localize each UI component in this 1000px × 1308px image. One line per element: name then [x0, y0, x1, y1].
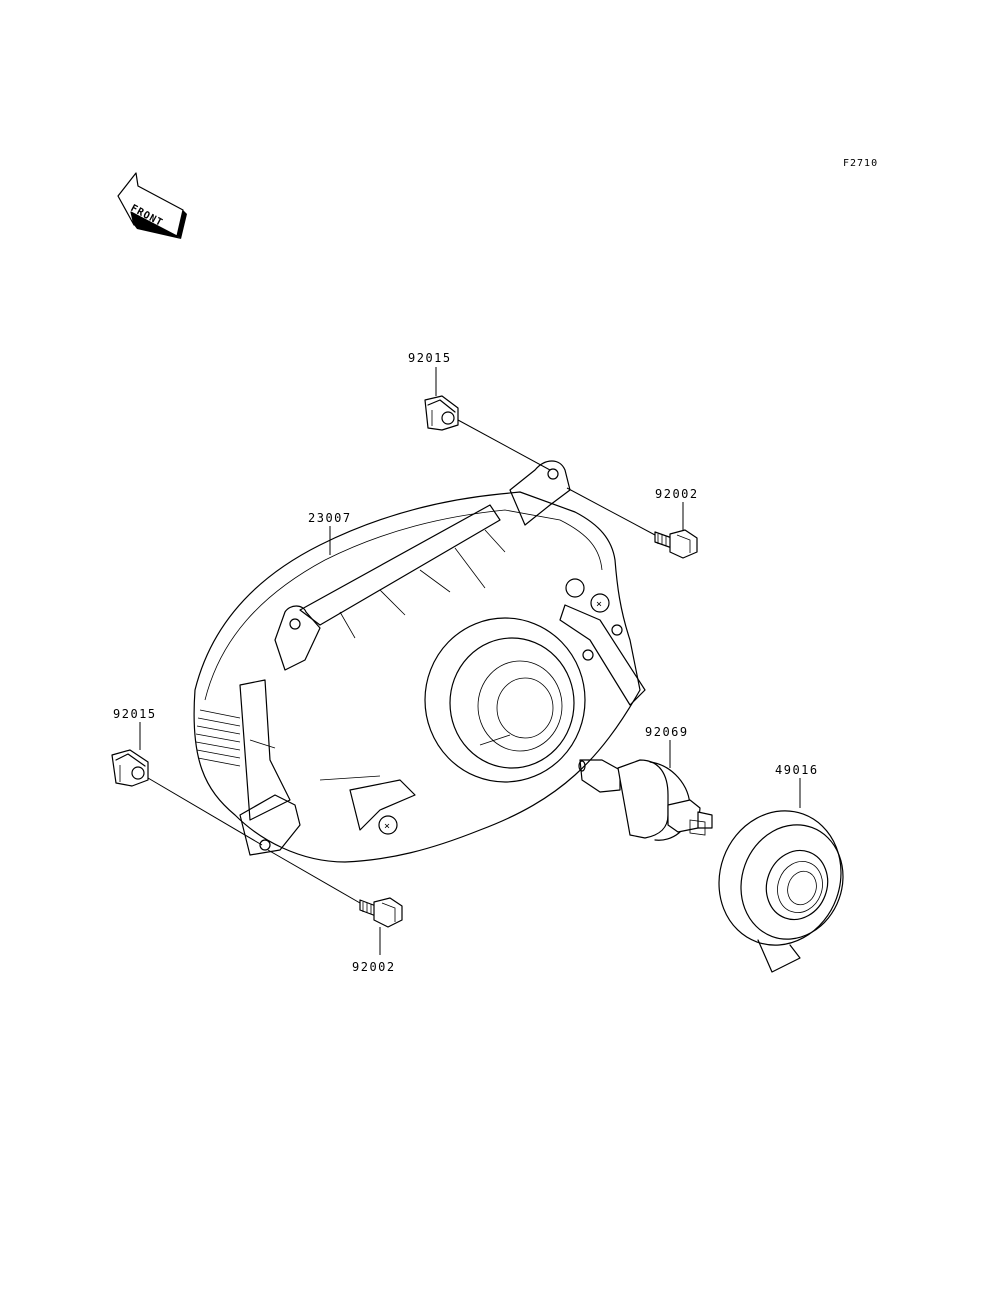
lower-adjuster: × — [349, 779, 416, 835]
label-92015-lower: 92015 — [113, 707, 157, 721]
clip-lower — [111, 749, 149, 787]
bolt-upper — [654, 529, 698, 559]
bolt-lower — [359, 897, 403, 928]
label-92015-upper: 92015 — [408, 351, 452, 365]
headlight-assembly: × × — [193, 460, 646, 863]
svg-text:×: × — [596, 599, 603, 610]
svg-text:×: × — [384, 821, 391, 832]
figure-code: F2710 — [843, 158, 878, 169]
front-arrow-icon: FRONT — [117, 172, 187, 239]
label-92002-upper: 92002 — [655, 487, 699, 501]
bulb-socket-boot — [718, 810, 844, 973]
bulb — [578, 759, 713, 841]
label-92069: 92069 — [645, 725, 689, 739]
right-adjuster: × — [559, 578, 646, 706]
label-49016: 49016 — [775, 763, 819, 777]
label-23007: 23007 — [308, 511, 352, 525]
clip-upper — [424, 395, 459, 431]
vent-grille — [195, 709, 241, 767]
label-92002-lower: 92002 — [352, 960, 396, 974]
